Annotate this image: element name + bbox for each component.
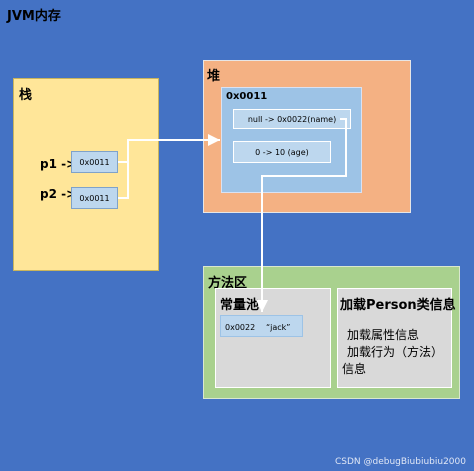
constant-pool-title: 常量池 [220,298,260,313]
constant-entry-address: 0x0022 [225,323,256,332]
class-info-line: 加载行为（方法） [347,345,444,359]
stack-title: 栈 [19,88,33,103]
p1-reference-cell: 0x0011 [71,151,118,173]
age-field: 0 -> 10 (age) [233,141,331,163]
p2-reference-cell: 0x0011 [71,187,118,209]
class-info-panel [337,288,452,388]
stack-region [13,78,159,271]
person-object [221,87,362,193]
constant-entry-value: “jack” [266,323,291,332]
p2-label: p2 -> [40,187,77,201]
object-address: 0x0011 [226,91,268,102]
method-area-title: 方法区 [208,276,248,291]
constant-pool-entry [220,315,303,337]
class-info-title: 加载Person类信息 [340,298,456,313]
jvm-title: JVM内存 [7,9,61,24]
watermark: CSDN @debugBiubiubiu2000 [334,457,466,467]
class-info-line: 加载属性信息 [347,328,420,342]
p1-label: p1 -> [40,157,77,171]
class-info-line: 信息 [342,362,367,376]
name-field: null -> 0x0022(name) [233,109,351,129]
heap-title: 堆 [207,69,221,84]
